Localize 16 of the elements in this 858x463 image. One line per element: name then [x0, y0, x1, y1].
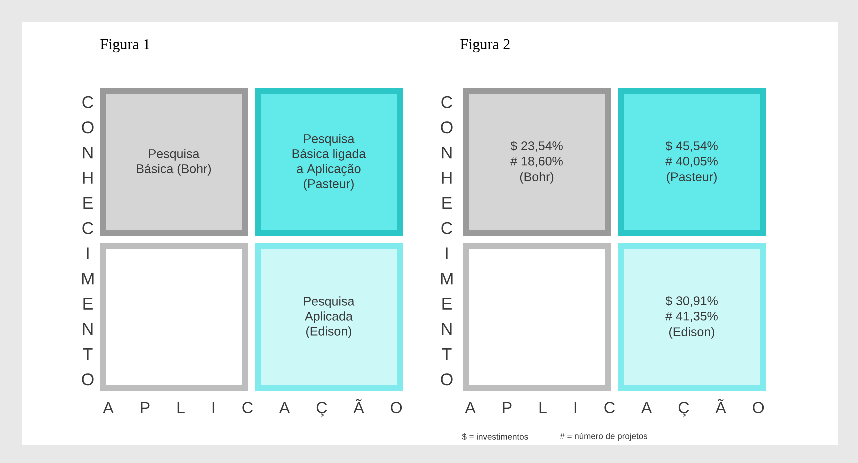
- quadrant-box: Pesquisa Básica (Bohr): [100, 88, 248, 236]
- quadrant-box: [463, 244, 611, 392]
- key-note: # = número de projetos: [560, 433, 648, 441]
- axis-label: CONHECIMENTO: [441, 96, 453, 386]
- axis-label: A P L I C A Ç Ã O: [103, 399, 402, 417]
- quadrant-box: Pesquisa Básica ligada a Aplicação (Pasteur): [255, 88, 403, 236]
- quadrant-box: [100, 244, 248, 392]
- axis-label: CONHECIMENTO: [82, 96, 94, 386]
- figure-title: Figura 1: [100, 39, 150, 53]
- quadrant-box: $ 23,54% # 18,60% (Bohr): [463, 88, 611, 236]
- quadrant-box: $ 45,54% # 40,05% (Pasteur): [618, 88, 766, 236]
- key-note: $ = investimentos: [462, 434, 528, 440]
- quadrant-box: $ 30,91% # 41,35% (Edison): [618, 244, 766, 392]
- quadrant-box: Pesquisa Aplicada (Edison): [255, 244, 403, 392]
- figure-title: Figura 2: [460, 39, 510, 53]
- axis-label: A P L I C A Ç Ã O: [465, 399, 764, 417]
